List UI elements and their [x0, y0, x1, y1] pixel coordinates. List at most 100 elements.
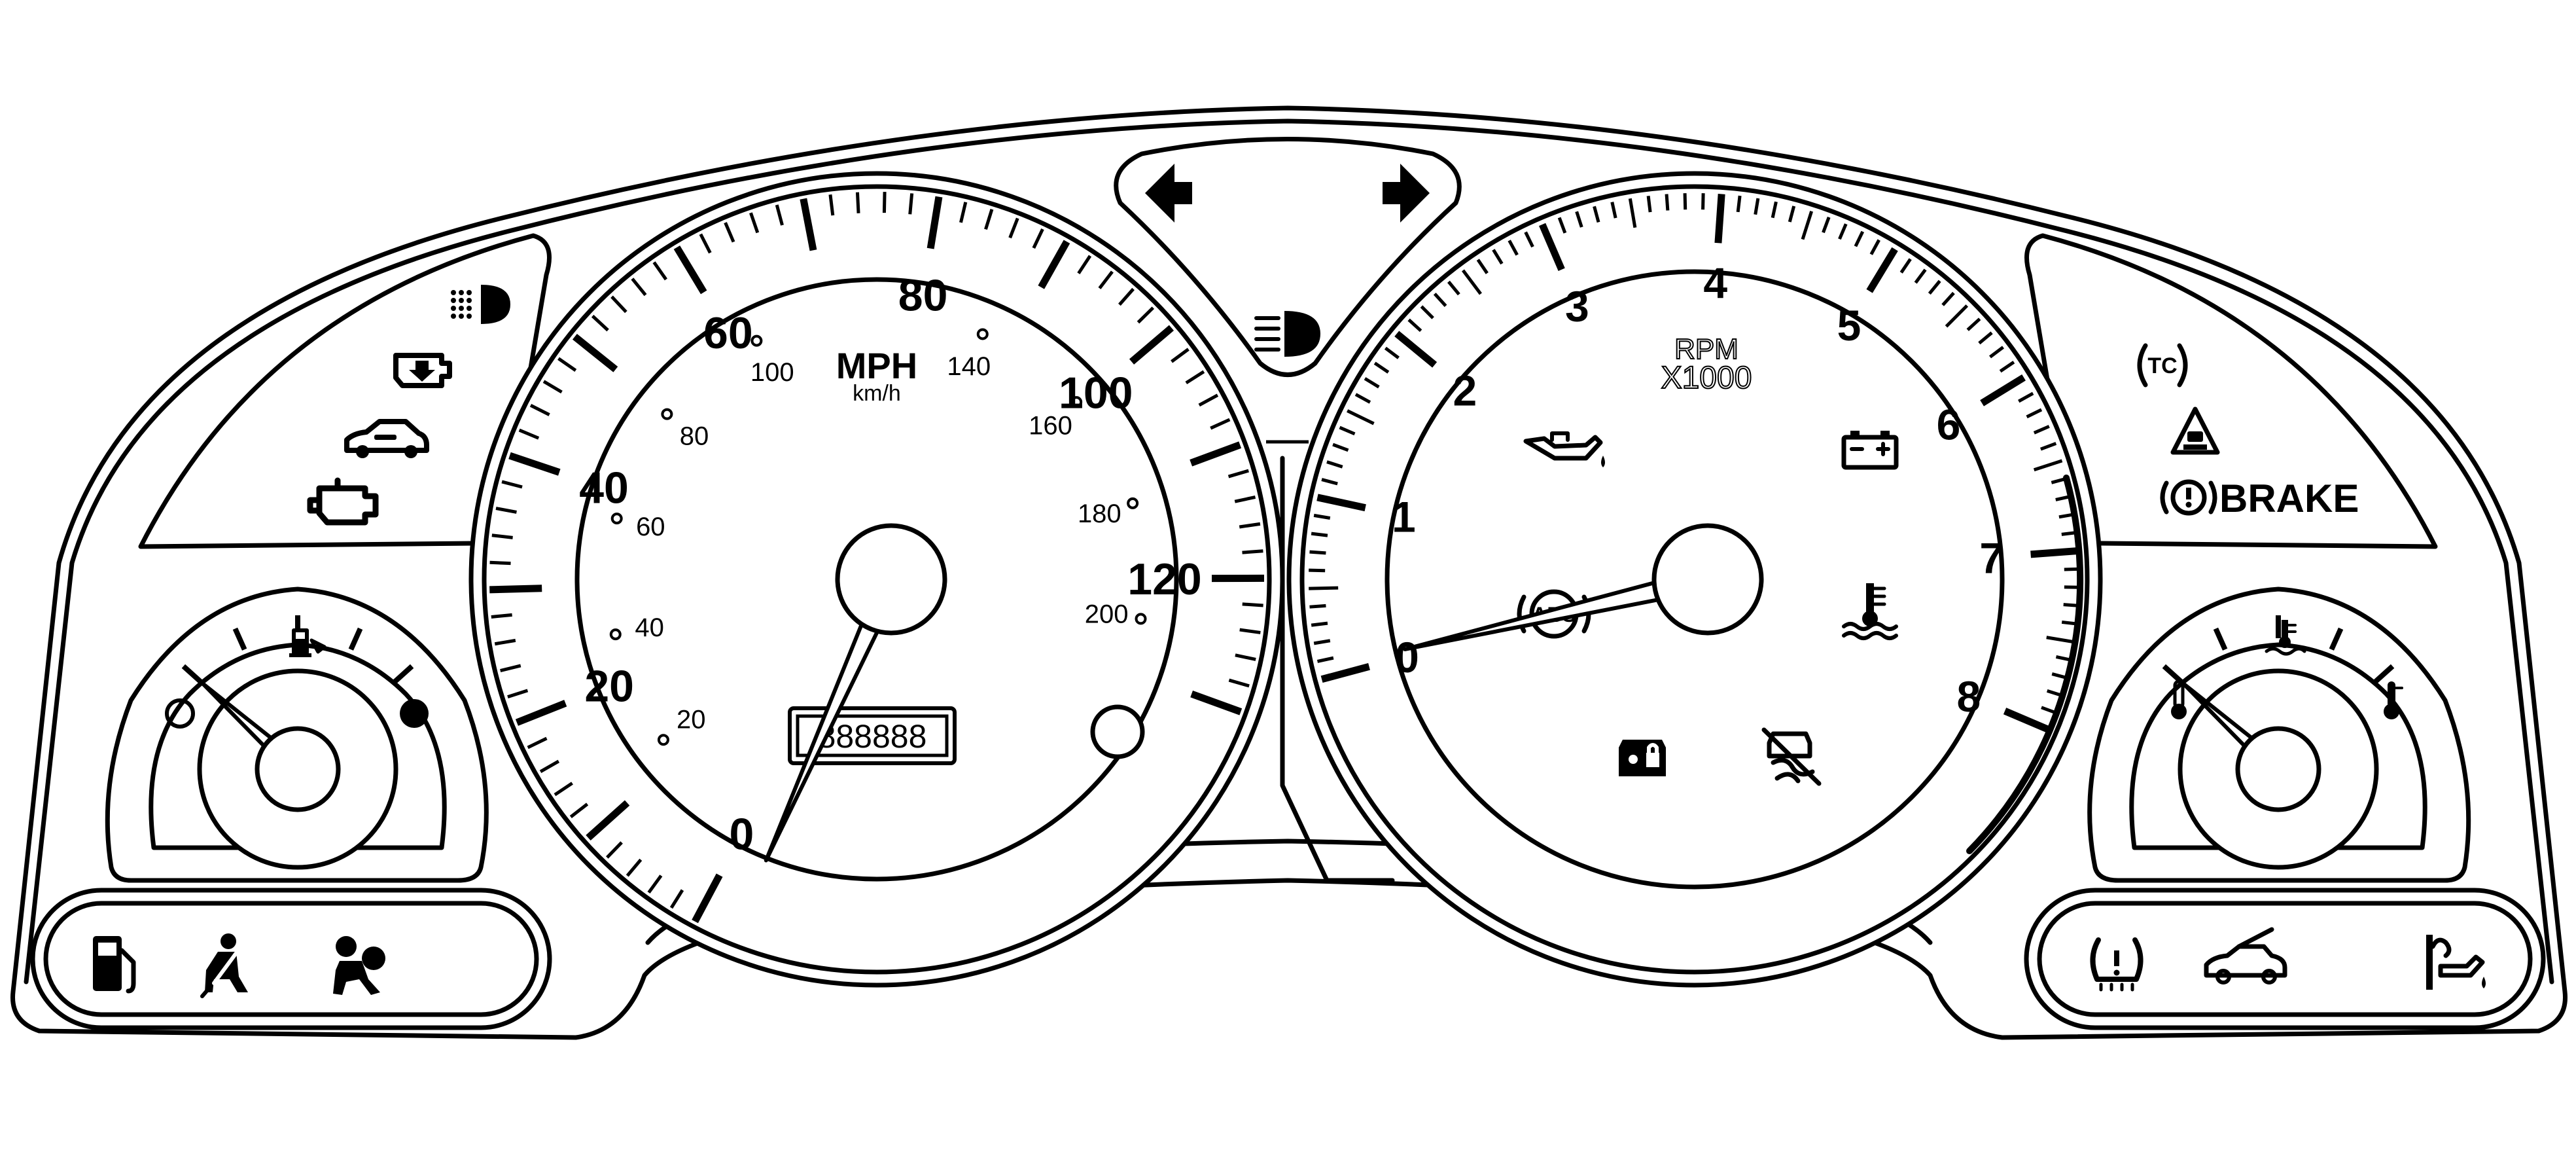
tachometer-tick	[1838, 223, 1848, 240]
speedometer-tick	[591, 314, 609, 332]
cold-thermometer-icon	[2171, 679, 2187, 719]
temp-gauge-tick	[2373, 664, 2395, 684]
speedometer-tick	[669, 889, 684, 909]
speedometer-mph-label: 0	[730, 809, 754, 859]
speedometer-tick	[495, 507, 517, 514]
tachometer-tick	[1945, 304, 1969, 328]
tachometer-tick	[1978, 331, 1993, 345]
speedometer-tick	[515, 700, 567, 726]
speedometer-mph-label: 20	[584, 662, 634, 712]
tachometer-tick	[1313, 513, 1331, 520]
tachometer-hub	[1651, 523, 1764, 636]
tachometer-tick	[1508, 240, 1519, 256]
temp-gauge-hub	[2235, 726, 2321, 812]
tachometer-tick	[1575, 211, 1583, 228]
speedometer-tick	[882, 192, 887, 213]
tachometer-tick	[1447, 280, 1460, 296]
high-beam-icon	[1254, 311, 1320, 357]
speedometer-tick	[507, 689, 529, 698]
tire-pressure-icon	[2090, 937, 2144, 992]
tachometer-tick	[1394, 331, 1438, 368]
tachometer-tick	[2033, 459, 2063, 472]
speedometer-mph-label: 120	[1127, 554, 1201, 604]
speedometer-tick	[489, 560, 511, 566]
tachometer-tick	[2064, 585, 2081, 589]
speedometer-tick	[606, 841, 623, 859]
speedometer-tick	[1185, 370, 1205, 385]
tachometer-multiplier: X1000	[1661, 361, 1752, 395]
tachometer-tick	[1966, 317, 1981, 331]
hot-thermometer-icon	[2384, 681, 2403, 719]
bottom-right-warning-panel	[2024, 888, 2546, 1030]
speedometer-tick	[1228, 678, 1250, 688]
speedometer-tick	[527, 736, 548, 749]
tachometer-tick	[1999, 361, 2015, 373]
tachometer-tick	[2039, 442, 2057, 451]
security-icon	[2170, 406, 2220, 455]
speedometer-tick	[1038, 240, 1070, 289]
tachometer-tick	[2051, 672, 2068, 680]
speedometer-tick	[554, 782, 573, 797]
speedometer-kmh-dot	[661, 408, 673, 420]
tachometer-tick	[1914, 268, 1927, 284]
speedometer-kmh-dot	[609, 628, 622, 641]
tachometer-tick	[1476, 259, 1489, 274]
top-center-indicator-panel	[1114, 137, 1462, 377]
fuel-gauge	[105, 586, 489, 883]
speedometer-tick	[1077, 255, 1092, 274]
bottom-left-warning-panel	[30, 888, 552, 1030]
speedometer-tick	[1008, 217, 1019, 239]
speedometer-tick	[926, 196, 943, 249]
speedometer-unit-kmh: km/h	[853, 381, 901, 406]
speedometer-kmh-dot	[750, 334, 763, 347]
speedometer-kmh-dot	[1127, 497, 1139, 509]
tachometer-tick	[1928, 280, 1941, 295]
tachometer-tick	[1311, 621, 1328, 627]
speedometer-tick	[491, 533, 513, 539]
speedometer-tick	[1098, 270, 1114, 289]
tachometer-tick	[1461, 269, 1482, 295]
fuel-gauge-tick	[348, 627, 363, 651]
speedometer-tick	[908, 193, 914, 215]
fuel-gauge-tick	[181, 664, 203, 684]
tachometer-tick	[2041, 706, 2058, 715]
tachometer-ticks	[1309, 193, 2081, 734]
speedometer-kmh-label: 200	[1085, 600, 1129, 629]
speedometer-tick	[1137, 306, 1155, 324]
speedometer-tick	[984, 209, 994, 230]
speedometer-kmh-label: 140	[947, 352, 991, 381]
tachometer-tick	[2018, 391, 2034, 403]
speedometer-kmh-dot	[1135, 613, 1147, 625]
tachometer-tick	[2046, 636, 2076, 644]
speedometer-kmh-dot	[657, 734, 669, 746]
tachometer-label: 4	[1703, 259, 1727, 307]
tachometer-tick	[1701, 193, 1705, 210]
tachometer-tick	[2026, 408, 2043, 419]
speedometer-tick	[673, 245, 707, 295]
fuel-empty-marker	[165, 698, 195, 729]
trip-reset-knob[interactable]	[1090, 704, 1145, 759]
speedometer-tick	[1235, 653, 1256, 661]
tachometer-tick	[1339, 425, 1356, 436]
fuel-gauge-tick	[393, 664, 414, 684]
tachometer-tick	[1788, 206, 1796, 223]
tachometer-tick	[1407, 318, 1422, 333]
speedometer-tick	[1239, 628, 1261, 634]
tachometer-label: 5	[1837, 301, 1861, 350]
speedometer-ticks	[489, 192, 1265, 924]
temp-gauge-ticks	[2162, 615, 2395, 684]
tachometer-tick	[1665, 194, 1670, 211]
tachometer-tick	[2030, 547, 2080, 558]
speedometer-tick	[1210, 418, 1231, 430]
speedometer-tick	[586, 800, 630, 841]
fuel-pump-icon	[289, 628, 326, 657]
tachometer-tick	[1373, 361, 1390, 374]
tachometer-label: 8	[1956, 672, 1981, 721]
speedometer-tick	[1239, 522, 1261, 529]
speedometer-tick	[1242, 602, 1263, 607]
traction-control-label: TC	[2147, 353, 2177, 378]
speedometer-tick	[647, 875, 663, 894]
speedometer-kmh-label: 60	[636, 513, 665, 541]
